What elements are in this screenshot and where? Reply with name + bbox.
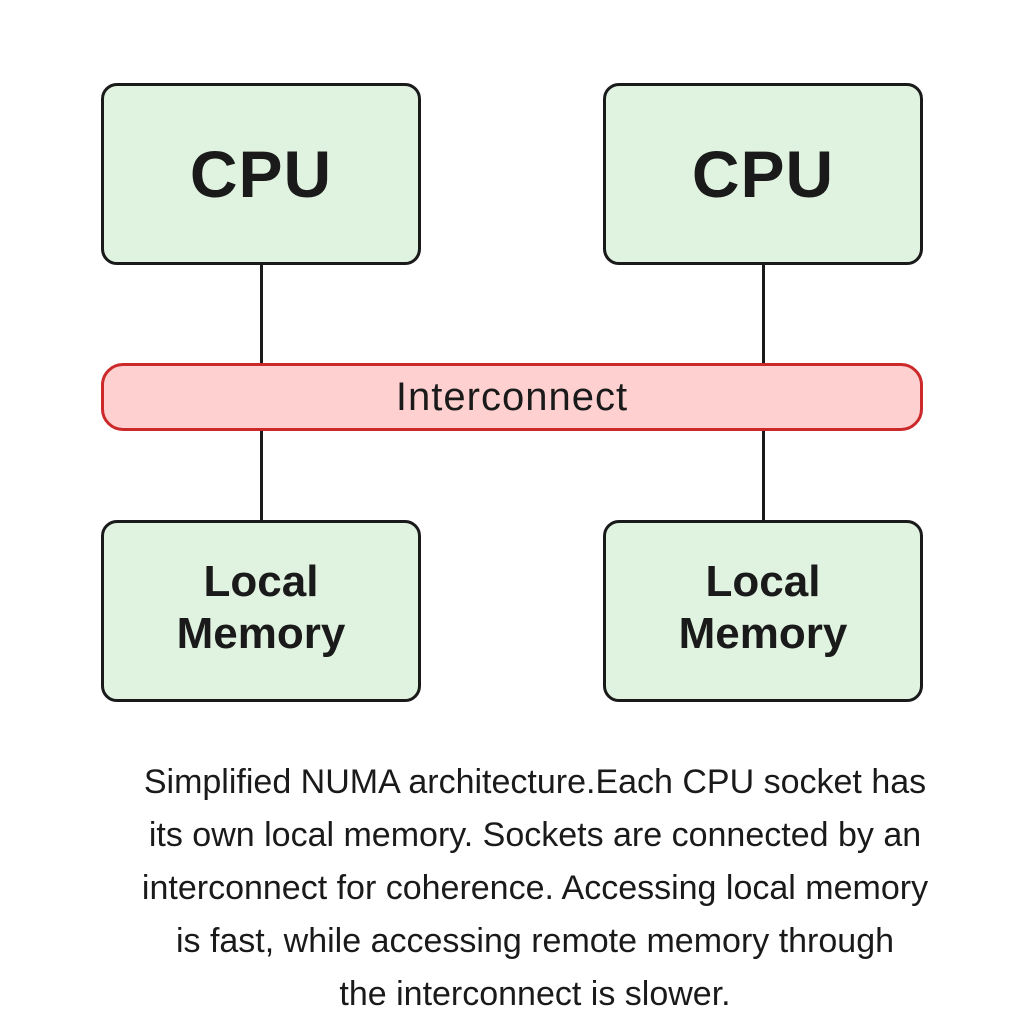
caption-line-1: Simplified NUMA architecture.Each CPU so…	[143, 763, 927, 801]
memory-label-right-line2: Memory	[678, 609, 848, 658]
cpu-box-left: CPU	[101, 83, 421, 265]
interconnect-label: Interconnect	[395, 374, 629, 419]
wire-interconnect-to-memory-right	[762, 428, 765, 524]
interconnect-bar: Interconnect	[101, 363, 923, 431]
caption-line-3: interconnect for coherence. Accessing lo…	[141, 869, 929, 907]
caption-line-4: is fast, while accessing remote memory t…	[175, 922, 895, 960]
cpu-label-left: CPU	[189, 137, 333, 211]
diagram-caption: Simplified NUMA architecture.Each CPU so…	[60, 756, 1010, 1021]
wire-cpu-right-to-interconnect	[762, 262, 765, 366]
cpu-label-right: CPU	[691, 137, 835, 211]
memory-box-left: Local Memory	[101, 520, 421, 702]
caption-line-5: the interconnect is slower.	[339, 975, 731, 1013]
cpu-box-right: CPU	[603, 83, 923, 265]
memory-box-right: Local Memory	[603, 520, 923, 702]
memory-label-left-line1: Local	[203, 557, 319, 607]
caption-line-2: its own local memory. Sockets are connec…	[148, 816, 922, 854]
memory-label-left-line2: Memory	[176, 609, 346, 658]
wire-cpu-left-to-interconnect	[260, 262, 263, 366]
memory-label-right-line1: Local	[705, 557, 821, 607]
wire-interconnect-to-memory-left	[260, 428, 263, 524]
